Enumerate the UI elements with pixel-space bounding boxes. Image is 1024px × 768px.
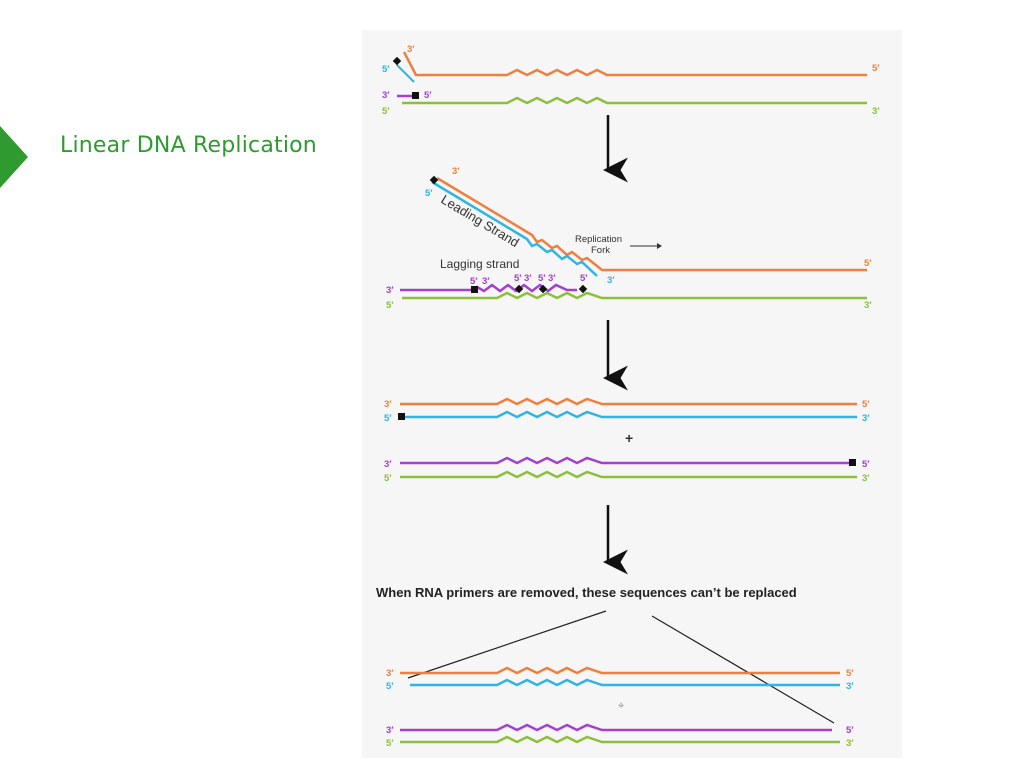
label-3prime: 3′: [384, 399, 392, 410]
green-strand: [400, 470, 857, 479]
label-3prime: 3′: [407, 44, 415, 55]
label-5prime: 5′: [386, 681, 394, 692]
fragment-label: 5′: [470, 276, 478, 287]
fragment-label: 5′: [538, 273, 546, 284]
slide-bullet-arrow-icon: [0, 126, 28, 188]
label-5prime: 5′: [862, 399, 870, 410]
fragment-label: 3′: [548, 273, 556, 284]
label-5prime: 5′: [864, 258, 872, 269]
label-5prime: 5′: [846, 725, 854, 736]
stage-2: 3′ 5′ Leading Strand Replication Fork La…: [386, 166, 872, 311]
label-5prime: 5′: [384, 413, 392, 424]
figure-panel: [362, 30, 902, 758]
orange-template-strand: [402, 51, 867, 77]
label-3prime: 3′: [846, 681, 854, 692]
label-3prime: 3′: [452, 166, 460, 177]
fragment-label: 5′: [580, 273, 588, 284]
purple-strand: [400, 456, 852, 465]
blue-strand: [410, 678, 840, 687]
label-3prime: 3′: [862, 413, 870, 424]
stage-3: 3′ 5′ 5′ 3′ + 3′ 5′ 5′ 3′: [384, 397, 870, 484]
label-3prime: 3′: [386, 285, 394, 296]
label-3prime: 3′: [386, 668, 394, 679]
rna-primer-marker: [412, 92, 419, 99]
purple-strand: [400, 723, 832, 732]
orange-template-strand: [436, 176, 867, 272]
label-3prime: 3′: [872, 106, 880, 117]
blue-strand: [400, 410, 857, 419]
label-3prime: 3′: [864, 300, 872, 311]
label-3prime: 3′: [386, 725, 394, 736]
label-3prime: 3′: [862, 473, 870, 484]
replication-fork-label: Fork: [591, 245, 610, 256]
purple-lagging-strand: [400, 283, 577, 293]
label-5prime: 5′: [386, 738, 394, 749]
rna-primer-marker: [538, 284, 548, 294]
blue-leading-strand: [431, 180, 598, 277]
blue-primer-strand: [396, 64, 415, 83]
label-5prime: 5′: [846, 668, 854, 679]
rna-primer-marker: [514, 284, 524, 294]
label-3prime: 3′: [382, 90, 390, 101]
label-5prime: 5′: [382, 64, 390, 75]
center-marker-icon: ⌖: [618, 699, 624, 712]
green-template-strand: [402, 96, 867, 105]
rna-primer-marker: [429, 175, 439, 185]
label-5prime: 5′: [425, 188, 433, 199]
fork-arrowhead-icon: [657, 243, 662, 249]
label-5prime: 5′: [862, 459, 870, 470]
label-5prime: 5′: [872, 63, 880, 74]
rna-primer-marker: [392, 56, 402, 66]
dna-replication-diagram: 3′ 5′ 5′ 3′ 5′ 5′ 3′ 3′ 5′ Leading Stran…: [376, 44, 880, 749]
orange-strand: [400, 397, 857, 406]
label-5prime: 5′: [386, 300, 394, 311]
slide-title: Linear DNA Replication: [60, 133, 317, 158]
label-3prime: 3′: [607, 275, 615, 286]
primer-removal-caption: When RNA primers are removed, these sequ…: [376, 585, 797, 600]
green-template-strand: [402, 291, 867, 300]
fragment-label: 3′: [524, 273, 532, 284]
pointer-line: [407, 610, 607, 679]
rna-primer-marker: [578, 284, 588, 294]
rna-primer-marker: [398, 413, 405, 420]
fragment-label: 5′: [514, 273, 522, 284]
orange-strand: [400, 666, 840, 675]
rna-primer-marker: [849, 459, 856, 466]
label-3prime: 3′: [846, 738, 854, 749]
rna-primer-marker: [471, 286, 478, 293]
label-5prime: 5′: [384, 473, 392, 484]
replication-fork-label: Replication: [575, 234, 622, 245]
label-3prime: 3′: [384, 459, 392, 470]
stage-4: When RNA primers are removed, these sequ…: [376, 585, 854, 749]
fragment-label: 3′: [482, 276, 490, 287]
green-strand: [400, 735, 840, 744]
label-5prime: 5′: [424, 90, 432, 101]
lagging-strand-label: Lagging strand: [440, 257, 519, 271]
plus-sign: +: [625, 430, 633, 446]
label-5prime: 5′: [382, 106, 390, 117]
pointer-line: [651, 615, 835, 724]
stage-1: 3′ 5′ 5′ 3′ 5′ 5′ 3′: [382, 44, 880, 117]
